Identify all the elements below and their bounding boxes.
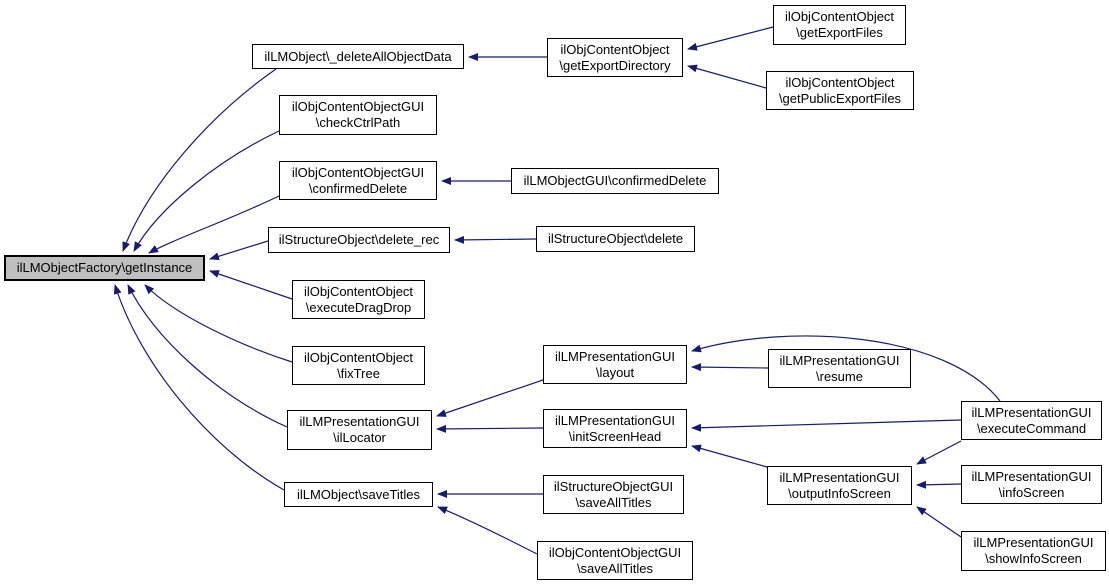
node-label: ilLMPresentationGUI: [779, 469, 900, 485]
node-label: \checkCtrlPath: [315, 115, 401, 130]
node-label: \executeDragDrop: [305, 299, 412, 315]
edge-fix-tree-to-getinstance: [144, 284, 293, 363]
node-label: ilLMPresentationGUI: [555, 348, 675, 364]
node-label: \getPublicExportFiles: [778, 90, 902, 106]
node-label: ilObjContentObject: [560, 41, 670, 57]
node-info-screen[interactable]: ilLMPresentationGUI\infoScreen: [961, 465, 1102, 504]
node-label: \outputInfoScreen: [788, 485, 891, 501]
node-output-info-screen[interactable]: ilLMPresentationGUI\outputInfoScreen: [767, 466, 912, 505]
node-label: \resume: [816, 368, 863, 384]
edge-execute-drag-drop-to-getinstance: [209, 270, 293, 300]
edge-il-locator-to-getinstance: [127, 284, 288, 428]
node-get-export-directory[interactable]: ilObjContentObject\getExportDirectory: [547, 38, 683, 77]
edge-obj-confirmed-delete-to-getinstance: [148, 195, 280, 254]
node-execute-drag-drop[interactable]: ilObjContentObject\executeDragDrop: [292, 280, 425, 319]
edge-execute-command-to-output-info-screen: [916, 440, 962, 465]
node-label: \saveAllTitles: [576, 560, 654, 576]
node-check-ctrl-path[interactable]: ilObjContentObjectGUI\checkCtrlPath: [279, 95, 437, 135]
node-obj-save-all-titles[interactable]: ilObjContentObjectGUI\saveAllTitles: [537, 541, 693, 580]
node-get-public-export-files[interactable]: ilObjContentObject\getPublicExportFiles: [766, 71, 914, 110]
node-getinstance[interactable]: ilLMObjectFactory\getInstance: [4, 255, 205, 281]
edge-obj-save-all-titles-to-save-titles: [437, 506, 538, 555]
node-label: ilObjContentObjectGUI: [291, 164, 425, 180]
node-label: ilLMPresentationGUI: [971, 404, 1092, 420]
node-label: \layout: [595, 364, 635, 380]
node-layout[interactable]: ilLMPresentationGUI\layout: [543, 345, 687, 384]
node-init-screen-head[interactable]: ilLMPresentationGUI\initScreenHead: [543, 409, 687, 448]
edge-delete-all-object-data-to-getinstance: [122, 68, 277, 252]
node-label: \initScreenHead: [568, 428, 662, 444]
node-label: \fixTree: [337, 365, 380, 381]
node-fix-tree[interactable]: ilObjContentObject\fixTree: [292, 346, 425, 385]
node-label: ilStructureObject\delete: [547, 231, 684, 246]
edge-resume-to-layout: [691, 363, 769, 372]
node-label: \showInfoScreen: [985, 551, 1082, 566]
node-il-locator[interactable]: ilLMPresentationGUI\ilLocator: [287, 410, 432, 450]
node-label: \getExportFiles: [796, 25, 883, 40]
node-label: ilLMObject\saveTitles: [296, 486, 421, 502]
node-obj-confirmed-delete[interactable]: ilObjContentObjectGUI\confirmedDelete: [279, 161, 437, 200]
node-label: ilLMObjectFactory\getInstance: [16, 260, 193, 275]
edge-get-public-export-files-to-get-export-directory: [687, 64, 767, 89]
node-label: ilLMObject\_deleteAllObjectData: [264, 48, 452, 64]
node-label: ilLMPresentationGUI: [779, 352, 900, 368]
node-delete-rec[interactable]: ilStructureObject\delete_rec: [268, 227, 450, 253]
node-label: \infoScreen: [998, 484, 1065, 500]
node-execute-command[interactable]: ilLMPresentationGUI\executeCommand: [961, 401, 1102, 440]
node-label: ilStructureObject\delete_rec: [278, 232, 440, 247]
node-struct-save-all-titles[interactable]: ilStructureObjectGUI\saveAllTitles: [543, 475, 684, 514]
node-label: ilLMPresentationGUI: [299, 414, 420, 429]
node-label: ilObjContentObjectGUI: [291, 99, 425, 114]
edge-get-export-files-to-get-export-directory: [687, 26, 774, 51]
edge-show-info-screen-to-output-info-screen: [916, 506, 962, 538]
edge-delete-rec-to-getinstance: [209, 240, 269, 261]
edge-layout-to-il-locator: [436, 379, 544, 417]
edge-execute-command-to-init-screen-head: [691, 419, 962, 432]
edge-output-info-screen-to-init-screen-head: [691, 444, 768, 468]
edge-check-ctrl-path-to-getinstance: [133, 130, 280, 252]
node-save-titles[interactable]: ilLMObject\saveTitles: [284, 482, 433, 507]
node-label: ilLMObjectGUI\confirmedDelete: [523, 173, 707, 188]
node-get-export-files[interactable]: ilObjContentObject\getExportFiles: [773, 5, 906, 45]
node-resume[interactable]: ilLMPresentationGUI\resume: [768, 349, 911, 388]
node-label: ilStructureObjectGUI: [553, 478, 674, 494]
node-label: \confirmedDelete: [308, 180, 408, 196]
node-label: \getExportDirectory: [559, 57, 671, 73]
edge-save-titles-to-getinstance: [113, 284, 285, 491]
node-label: ilLMPresentationGUI: [555, 412, 675, 428]
node-struct-delete[interactable]: ilStructureObject\delete: [536, 226, 695, 252]
edge-info-screen-to-output-info-screen: [916, 480, 962, 489]
node-label: ilObjContentObject: [785, 74, 895, 90]
node-label: ilObjContentObjectGUI: [548, 544, 682, 560]
node-delete-all-object-data[interactable]: ilLMObject\_deleteAllObjectData: [252, 44, 464, 69]
node-label: ilObjContentObject: [784, 9, 895, 24]
node-label: ilLMPresentationGUI: [973, 535, 1094, 550]
node-show-info-screen[interactable]: ilLMPresentationGUI\showInfoScreen: [961, 531, 1106, 571]
node-label: ilObjContentObject: [303, 349, 414, 365]
node-label: \saveAllTitles: [575, 494, 652, 510]
node-label: \executeCommand: [976, 420, 1087, 436]
node-label: ilObjContentObject: [303, 283, 414, 299]
node-label: ilLMPresentationGUI: [971, 468, 1092, 484]
edge-struct-delete-to-delete-rec: [454, 235, 537, 244]
node-label: \ilLocator: [333, 430, 386, 445]
edge-init-screen-head-to-il-locator: [436, 424, 544, 433]
edge-execute-command-to-layout: [691, 335, 1001, 402]
node-lm-confirmed-delete[interactable]: ilLMObjectGUI\confirmedDelete: [511, 168, 719, 194]
